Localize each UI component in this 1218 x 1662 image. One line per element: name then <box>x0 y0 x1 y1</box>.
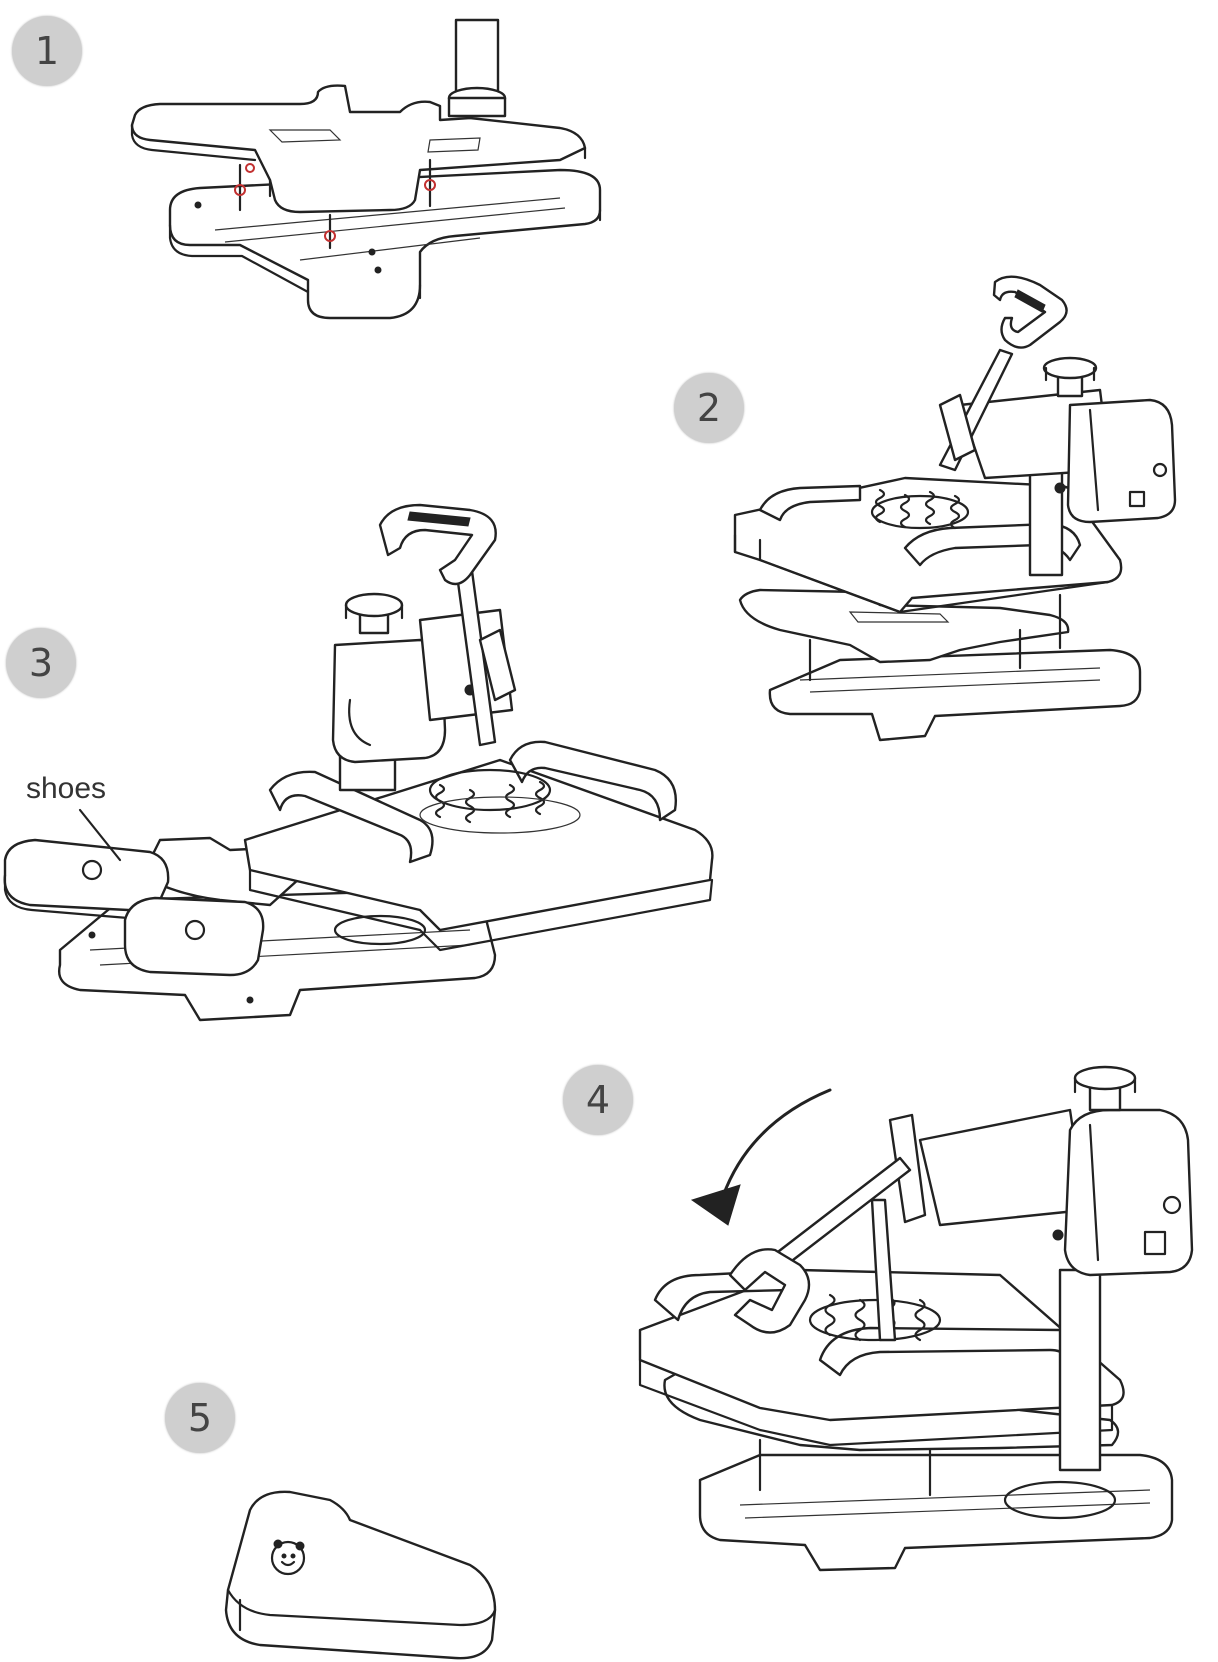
step-2-illustration <box>733 275 1177 742</box>
step-number-badge: 3 <box>6 628 76 698</box>
shoes-callout-label: shoes <box>26 772 107 805</box>
step-number-badge: 4 <box>563 1065 633 1135</box>
step-number-badge: 5 <box>165 1383 235 1453</box>
step-number-badge: 2 <box>674 373 744 443</box>
step-1-illustration <box>130 18 602 320</box>
step-4-illustration <box>638 1065 1194 1572</box>
step-3-illustration <box>3 503 714 1022</box>
step-number-badge: 1 <box>12 16 82 86</box>
step-5-illustration <box>224 1490 497 1660</box>
